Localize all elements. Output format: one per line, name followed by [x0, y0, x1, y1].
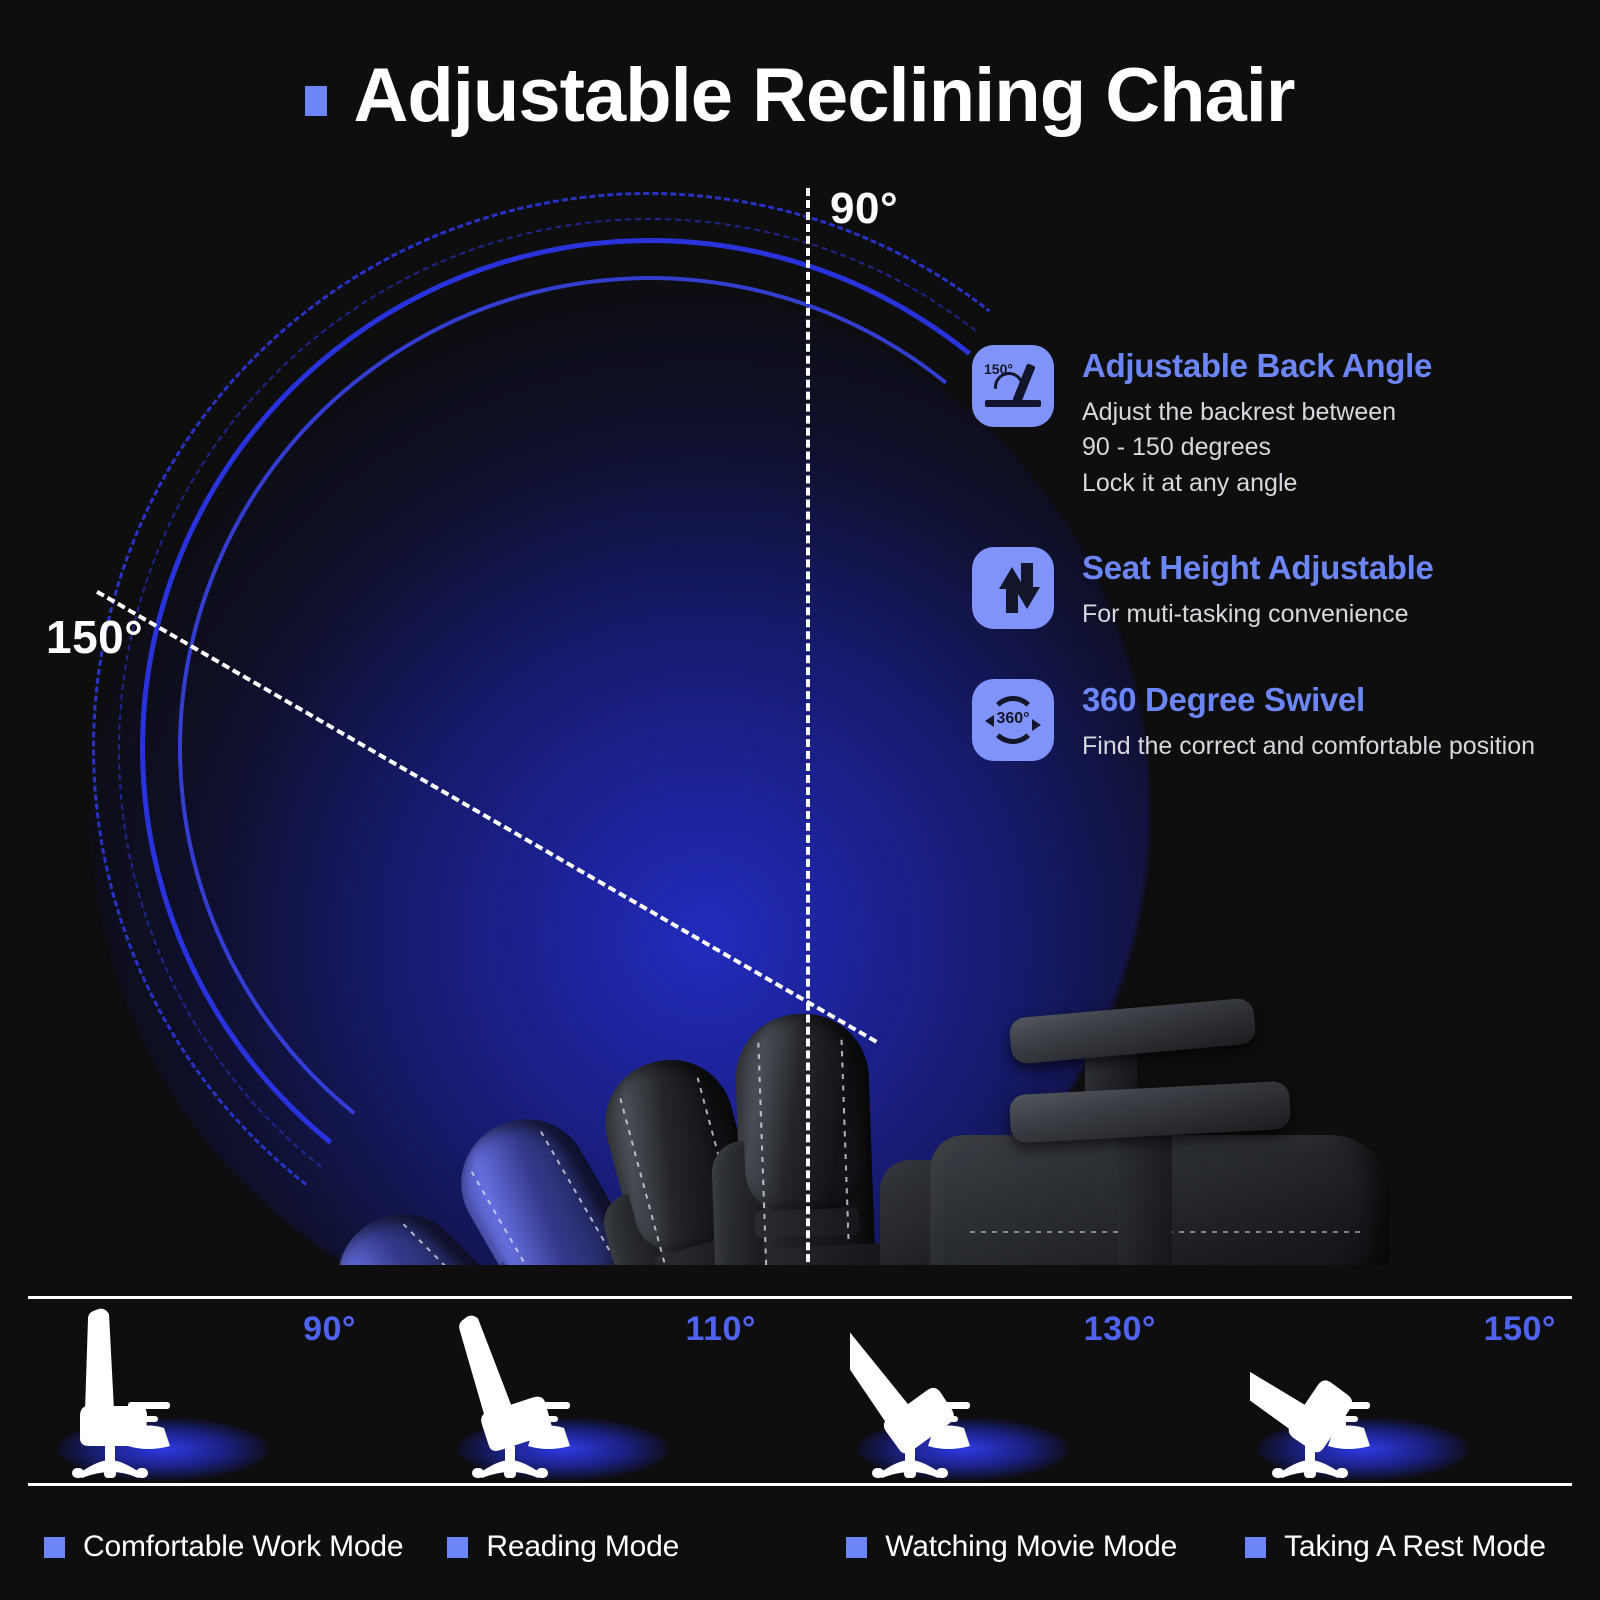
feature-title: Seat Height Adjustable: [1082, 549, 1434, 587]
mode-silhouette-cell: 90°: [0, 1300, 400, 1482]
chair-silhouette-svg: [72, 1308, 170, 1478]
title-bullet-icon: [305, 86, 328, 116]
chair-silhouette-90: [50, 1306, 270, 1482]
chair-silhouette-110: [450, 1306, 670, 1482]
feature-desc-line: Find the correct and comfortable positio…: [1082, 731, 1536, 760]
mode-legend-label: Taking A Rest Mode: [1284, 1530, 1546, 1563]
mode-bullet-icon: [846, 1536, 868, 1558]
recline-angle-icon: 150°: [972, 345, 1054, 427]
mode-legend-item: Taking A Rest Mode: [1201, 1530, 1600, 1564]
angle-label-150: 150°: [46, 611, 144, 663]
divider-top: [28, 1296, 1572, 1299]
feature-item-seat-height: Seat Height Adjustable For muti-tasking …: [972, 547, 1580, 632]
armrest-stem: [1118, 1126, 1172, 1265]
height-arrows-icon: [972, 547, 1054, 630]
page-title-text: Adjustable Reclining Chair: [353, 53, 1295, 138]
mode-legend-label: Comfortable Work Mode: [83, 1530, 404, 1563]
feature-title: Adjustable Back Angle: [1082, 347, 1433, 384]
swivel-icon-label: 360°: [996, 709, 1030, 727]
mode-legend-item: Comfortable Work Mode: [0, 1530, 404, 1564]
mode-bullet-icon: [1245, 1536, 1267, 1558]
feature-desc-line: Adjust the backrest between: [1082, 397, 1397, 426]
recline-diagram: 90° 150°: [0, 160, 1600, 1265]
mode-legend-item: Watching Movie Mode: [802, 1530, 1201, 1564]
mode-silhouette-row: 90°: [0, 1300, 1600, 1482]
mode-silhouette-cell: 110°: [400, 1300, 800, 1482]
feature-item-swivel: 360° 360 Degree Swivel Find the correct …: [972, 678, 1580, 764]
mode-legend-item: Reading Mode: [403, 1530, 802, 1564]
mode-legend-row: Comfortable Work Mode Reading Mode Watch…: [0, 1494, 1600, 1600]
recline-angle-icon-label: 150°: [984, 361, 1013, 377]
feature-desc-line: For muti-tasking convenience: [1082, 600, 1409, 629]
mode-bullet-icon: [44, 1536, 65, 1558]
mode-legend-label: Reading Mode: [486, 1530, 680, 1563]
mode-angle-label: 130°: [1083, 1310, 1156, 1348]
divider-bottom: [28, 1483, 1572, 1486]
chair-silhouette-130: [850, 1306, 1070, 1482]
mode-bullet-icon: [447, 1536, 469, 1558]
mode-angle-label: 150°: [1483, 1310, 1556, 1348]
guide-line-90: [806, 188, 810, 1265]
chair-silhouette-svg: [850, 1331, 970, 1478]
chair-silhouette-svg: [1250, 1357, 1370, 1478]
mode-silhouette-cell: 130°: [800, 1300, 1200, 1482]
mode-angle-label: 90°: [303, 1310, 356, 1348]
feature-desc-line: 90 - 150 degrees: [1082, 433, 1272, 462]
page-title: Adjustable Reclining Chair: [0, 58, 1600, 134]
chair-silhouette-150: [1250, 1306, 1470, 1482]
angle-label-90: 90°: [830, 184, 899, 233]
mode-angle-label: 110°: [685, 1310, 756, 1348]
chair-backrest-90: [710, 1011, 891, 1265]
mode-legend-label: Watching Movie Mode: [885, 1530, 1178, 1563]
chair-silhouette-svg: [459, 1315, 570, 1478]
mode-silhouette-cell: 150°: [1200, 1300, 1600, 1482]
feature-title: 360 Degree Swivel: [1082, 680, 1365, 718]
feature-list: 150° Adjustable Back Angle Adjust the ba…: [972, 345, 1580, 810]
feature-desc-line: Lock it at any angle: [1082, 468, 1298, 497]
feature-item-back-angle: 150° Adjustable Back Angle Adjust the ba…: [972, 345, 1580, 501]
swivel-360-icon: 360°: [972, 678, 1054, 761]
